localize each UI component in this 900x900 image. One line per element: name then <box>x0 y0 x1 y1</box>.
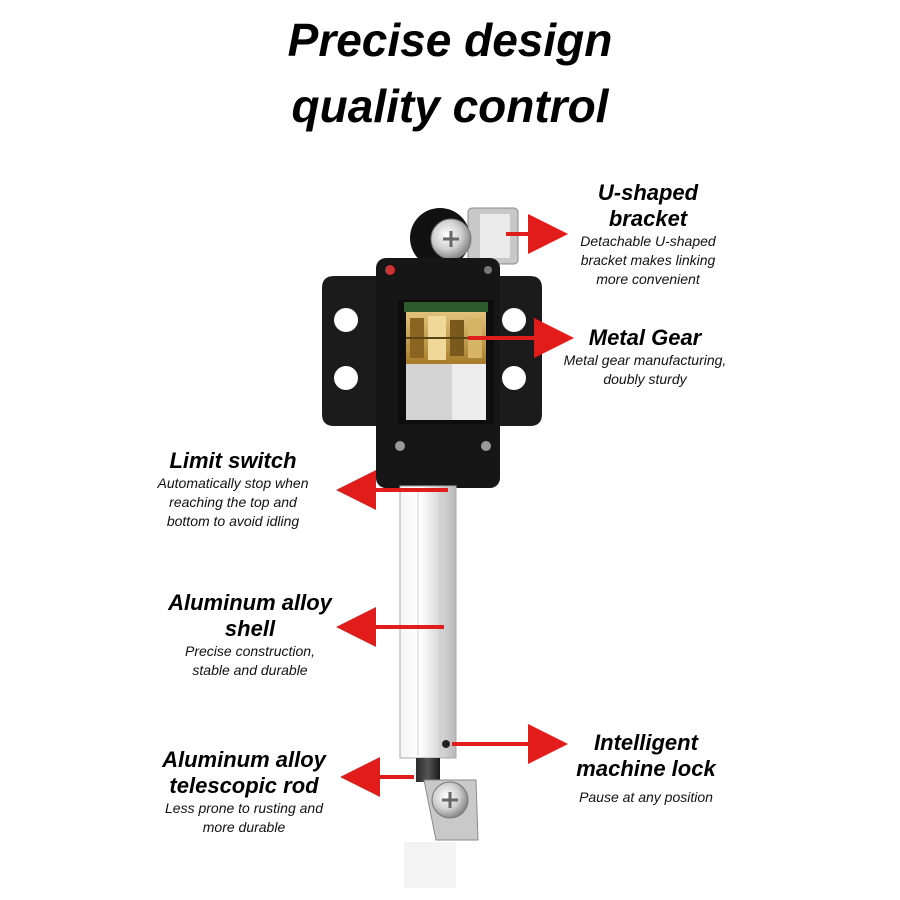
callout-title: bracket <box>608 206 688 231</box>
callout-desc: bottom to avoid idling <box>166 513 300 529</box>
metal-gear-icon <box>406 312 486 364</box>
callout-title: Aluminum alloy <box>168 590 332 615</box>
callout-telescopic-rod: Aluminum alloy telescopic rod Less prone… <box>134 747 354 837</box>
callout-limit-switch: Limit switch Automatically stop when rea… <box>128 448 338 531</box>
u-bracket-top <box>410 207 519 268</box>
callout-desc: Metal gear manufacturing, <box>563 352 727 368</box>
callout-title: Aluminum alloy <box>162 747 326 772</box>
callout-desc: reaching the top and <box>169 494 297 510</box>
callout-title: Intelligent <box>594 730 698 755</box>
callout-metal-gear: Metal Gear Metal gear manufacturing, dou… <box>540 325 750 389</box>
callout-title: U-shaped <box>597 180 699 205</box>
callout-desc: Less prone to rusting and <box>165 800 323 816</box>
telescopic-rod <box>416 758 440 782</box>
aluminum-shell <box>399 485 457 759</box>
callout-desc: Precise construction, <box>185 643 315 659</box>
headline-line-2: quality control <box>291 80 609 132</box>
callout-desc: more durable <box>202 819 286 835</box>
callout-desc: Pause at any position <box>579 789 713 805</box>
headline-line-1: Precise design <box>287 14 613 66</box>
callout-desc: Detachable U-shaped <box>580 233 716 249</box>
callout-desc: more convenient <box>596 271 700 287</box>
callout-title: shell <box>224 616 276 641</box>
callout-desc: doubly sturdy <box>603 371 687 387</box>
callout-desc: Automatically stop when <box>157 475 309 491</box>
callout-title: Metal Gear <box>588 325 702 350</box>
callout-u-bracket: U-shaped bracket Detachable U-shaped bra… <box>548 180 748 289</box>
callout-shell: Aluminum alloy shell Precise constructio… <box>140 590 360 680</box>
gearbox-housing <box>376 258 500 488</box>
callout-title: Limit switch <box>169 448 297 473</box>
callout-title: telescopic rod <box>169 773 319 798</box>
callout-title: machine lock <box>576 756 716 781</box>
callout-desc: stable and durable <box>192 662 308 678</box>
callout-desc: bracket makes linking <box>580 252 716 268</box>
machine-lock-dot <box>442 740 450 748</box>
u-bracket-bottom <box>423 779 479 841</box>
callout-machine-lock: Intelligent machine lock Pause at any po… <box>548 730 744 807</box>
